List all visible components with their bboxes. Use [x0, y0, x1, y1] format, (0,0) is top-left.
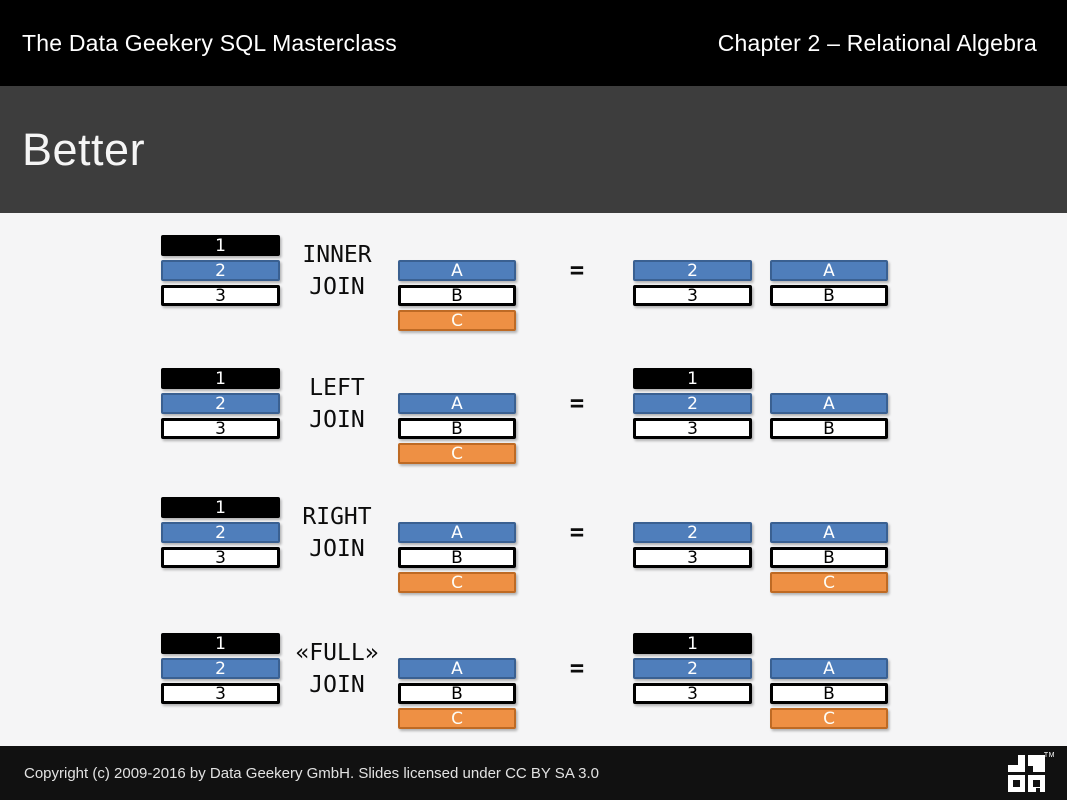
join-label-line: INNER — [302, 242, 372, 268]
header-bar: The Data Geekery SQL Masterclass Chapter… — [0, 0, 1067, 86]
join-label-line: LEFT — [309, 375, 365, 401]
chapter-title: Chapter 2 – Relational Algebra — [717, 29, 1037, 56]
trademark-label: TM — [1043, 752, 1055, 759]
table-row-bar-2: 2 — [161, 260, 280, 281]
table-row-bar-a: A — [398, 260, 516, 281]
join-label-line: JOIN — [309, 536, 365, 562]
table-row-bar-1: 1 — [161, 235, 280, 256]
table-row-bar-a: A — [770, 522, 888, 543]
table-row-bar-a: A — [398, 522, 516, 543]
join-type-label-inner-join: INNER JOIN — [277, 239, 397, 303]
join-type-label-right-join: RIGHT JOIN — [277, 501, 397, 565]
source-numbers-table: 1 2 3 — [161, 497, 280, 597]
table-row-bar-b: B — [398, 547, 516, 568]
join-label-line: RIGHT — [302, 504, 372, 530]
table-row-bar-a: A — [770, 658, 888, 679]
join-label-line: «FULL» — [295, 640, 379, 666]
table-row-bar-2: 2 — [161, 522, 280, 543]
table-row-bar-1: 1 — [633, 368, 752, 389]
result-numbers-table: 1 2 3 — [633, 368, 752, 468]
copyright-text: Copyright (c) 2009-2016 by Data Geekery … — [24, 764, 600, 782]
table-row-bar-3: 3 — [633, 547, 752, 568]
table-row-bar-b: B — [770, 547, 888, 568]
table-row-bar-b: B — [770, 418, 888, 439]
table-row-bar-2: 2 — [633, 522, 752, 543]
table-row-bar-1: 1 — [633, 633, 752, 654]
table-row-bar-b: B — [770, 285, 888, 306]
table-row-bar-3: 3 — [161, 418, 280, 439]
table-row-bar-3: 3 — [633, 285, 752, 306]
join-type-label-full-join: «FULL» JOIN — [277, 637, 397, 701]
join-label-line: JOIN — [309, 407, 365, 433]
table-row-bar-b: B — [398, 683, 516, 704]
table-row-bar-1: 1 — [161, 368, 280, 389]
jooq-logo: TM — [1007, 752, 1055, 794]
table-row-bar-a: A — [398, 393, 516, 414]
table-row-bar-1: 1 — [161, 633, 280, 654]
table-row-bar-c: C — [398, 708, 516, 729]
join-label-line: JOIN — [309, 274, 365, 300]
table-row-bar-3: 3 — [161, 285, 280, 306]
table-row-bar-b: B — [770, 683, 888, 704]
table-row-bar-3: 3 — [633, 683, 752, 704]
table-row-bar-c: C — [398, 310, 516, 331]
table-row-bar-c: C — [770, 708, 888, 729]
course-title: The Data Geekery SQL Masterclass — [22, 29, 397, 56]
title-band: Better — [0, 86, 1067, 213]
table-row-bar-b: B — [398, 285, 516, 306]
table-row-bar-b: B — [398, 418, 516, 439]
table-row-bar-2: 2 — [633, 393, 752, 414]
result-numbers-table: 1 2 3 — [633, 633, 752, 733]
table-row-bar-c: C — [770, 572, 888, 593]
source-numbers-table: 1 2 3 — [161, 235, 280, 335]
table-row-bar-2: 2 — [161, 658, 280, 679]
table-row-bar-1: 1 — [161, 497, 280, 518]
footer-bar: Copyright (c) 2009-2016 by Data Geekery … — [0, 746, 1067, 800]
table-row-bar-2: 2 — [161, 393, 280, 414]
table-row-bar-c: C — [398, 443, 516, 464]
source-numbers-table: 1 2 3 — [161, 368, 280, 468]
source-numbers-table: 1 2 3 — [161, 633, 280, 733]
page-title: Better — [22, 123, 146, 175]
join-label-line: JOIN — [309, 672, 365, 698]
table-row-bar-c: C — [398, 572, 516, 593]
table-row-bar-a: A — [770, 393, 888, 414]
table-row-bar-3: 3 — [161, 683, 280, 704]
jooq-logo-icon — [1008, 755, 1045, 792]
equals-sign: = — [569, 389, 585, 417]
equals-sign: = — [569, 654, 585, 682]
join-type-label-left-join: LEFT JOIN — [277, 372, 397, 436]
table-row-bar-2: 2 — [633, 658, 752, 679]
table-row-bar-2: 2 — [633, 260, 752, 281]
table-row-bar-3: 3 — [633, 418, 752, 439]
table-row-bar-a: A — [770, 260, 888, 281]
table-row-bar-a: A — [398, 658, 516, 679]
equals-sign: = — [569, 256, 585, 284]
equals-sign: = — [569, 518, 585, 546]
table-row-bar-3: 3 — [161, 547, 280, 568]
